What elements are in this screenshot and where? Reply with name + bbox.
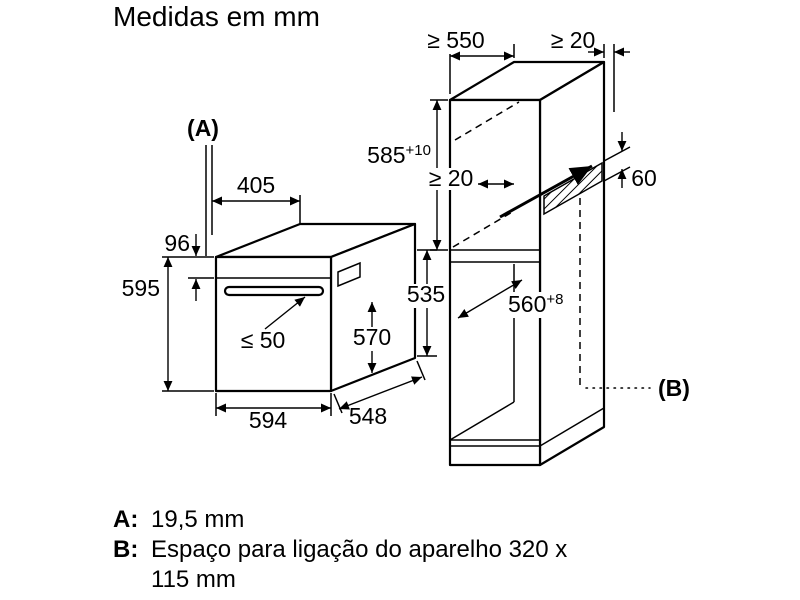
cabinet-drawing bbox=[448, 60, 606, 467]
dim-label-panel-height: 96 bbox=[164, 230, 190, 256]
dimline-560 bbox=[457, 279, 523, 319]
cabinet-plinth-side bbox=[539, 407, 605, 447]
dim-label-width: 594 bbox=[249, 407, 288, 433]
dim-label-side-height: 535 bbox=[407, 281, 445, 307]
label-backing-560 bbox=[504, 292, 582, 318]
label-backing-vent-gap bbox=[424, 168, 478, 190]
dim-label-height: 595 bbox=[122, 275, 160, 301]
cabinet-right-face bbox=[538, 60, 606, 467]
legend-value-b-line1: Espaço para ligação do aparelho 320 x bbox=[151, 536, 568, 563]
ext-60-top bbox=[603, 146, 631, 162]
dim-label-b: (B) bbox=[658, 375, 690, 401]
dimline-548 bbox=[338, 376, 423, 410]
legend-value-a: 19,5 mm bbox=[151, 506, 245, 533]
dim-label-door-height: 570 bbox=[353, 324, 391, 350]
oven-dimensions: (A) 405 96 595 ≤ 50 570 594 548 535 bbox=[122, 115, 448, 433]
oven-drawing bbox=[214, 222, 417, 393]
oven-front-face bbox=[214, 255, 333, 393]
cabinet-hidden-top-edge bbox=[454, 101, 520, 141]
cabinet-dimensions: ≥ 550 ≥ 20 585+10 ≥ 20 60 560+8 (B) bbox=[367, 27, 690, 401]
ext-60-bottom bbox=[603, 166, 631, 182]
niche-height-tolerance: +10 bbox=[406, 142, 431, 159]
oven-display bbox=[337, 261, 361, 288]
dim-label-handle-depth: ≤ 50 bbox=[241, 327, 286, 353]
label-backing-535 bbox=[404, 284, 448, 308]
niche-depth-value: 560 bbox=[508, 291, 546, 317]
ext-548-back bbox=[416, 360, 426, 381]
oven-handle bbox=[223, 285, 325, 297]
legend-key-b: B: bbox=[113, 536, 139, 563]
niche-depth-tolerance: +8 bbox=[546, 291, 563, 308]
dim-label-rear-gap-top: ≥ 20 bbox=[551, 27, 596, 53]
ext-548-front bbox=[333, 393, 343, 414]
niche-height-value: 585 bbox=[367, 142, 405, 168]
dim-label-depth: 548 bbox=[349, 403, 387, 429]
cabinet-front-face bbox=[448, 98, 542, 467]
cabinet-floor-depth-edge bbox=[449, 401, 515, 441]
label-backing-570 bbox=[352, 327, 392, 351]
legend-key-a: A: bbox=[113, 506, 139, 533]
page-title: Medidas em mm bbox=[113, 1, 320, 32]
dim-label-niche-depth: 560+8 bbox=[508, 291, 563, 317]
dim-label-top-width: 405 bbox=[237, 172, 275, 198]
legend-row-b-continued: 115 mm bbox=[151, 565, 567, 595]
dim-label-a: (A) bbox=[187, 115, 219, 141]
legend-value-b-line2: 115 mm bbox=[151, 566, 236, 593]
legend-row-a: A: 19,5 mm bbox=[113, 505, 567, 535]
legend: A: 19,5 mm B: Espaço para ligação do apa… bbox=[113, 505, 567, 595]
airflow-arrow bbox=[499, 164, 593, 219]
dim-label-top-depth: ≥ 550 bbox=[427, 27, 484, 53]
legend-row-b: B: Espaço para ligação do aparelho 320 x bbox=[113, 535, 567, 565]
dim-label-niche-height: 585+10 bbox=[367, 142, 431, 168]
leader-handle-depth bbox=[264, 296, 306, 330]
dim-label-vent-depth: 60 bbox=[631, 165, 657, 191]
dim-label-vent-gap: ≥ 20 bbox=[429, 165, 474, 191]
